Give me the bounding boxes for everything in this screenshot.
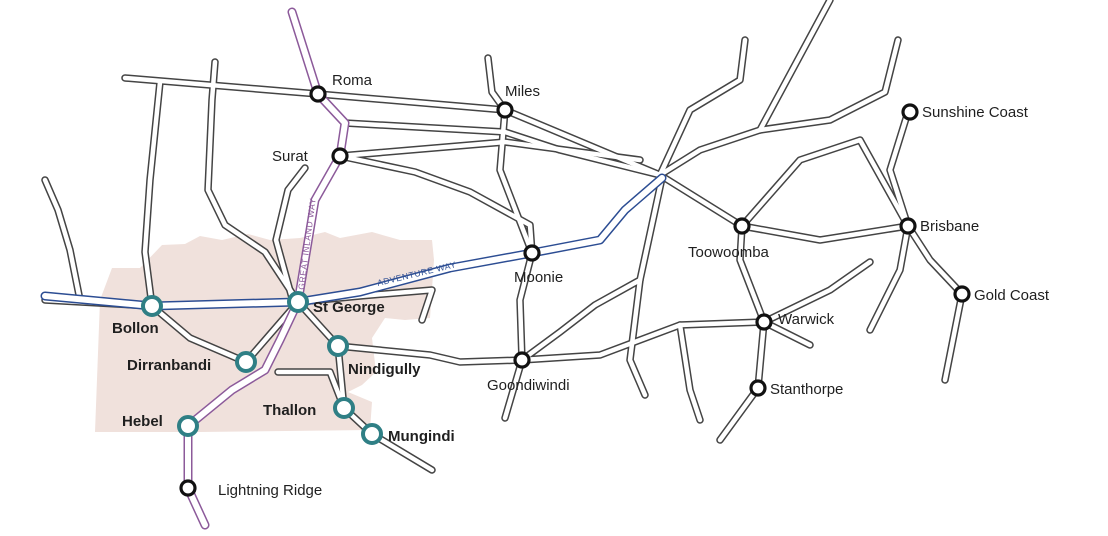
sunshine-coast-marker[interactable]: [901, 103, 919, 121]
nindigully-label: Nindigully: [348, 361, 421, 378]
warwick-marker[interactable]: [755, 313, 773, 331]
brisbane-marker[interactable]: [899, 217, 917, 235]
goondiwindi-marker[interactable]: [513, 351, 531, 369]
miles-marker[interactable]: [496, 101, 514, 119]
road-network: [41, 0, 966, 474]
roma-label: Roma: [332, 72, 373, 89]
stanthorpe-marker[interactable]: [749, 379, 767, 397]
toowoomba-label: Toowoomba: [688, 244, 770, 261]
thallon-marker[interactable]: [333, 397, 355, 419]
surat-label: Surat: [272, 148, 309, 165]
lightning-ridge-label: Lightning Ridge: [218, 482, 322, 499]
nindigully-marker[interactable]: [327, 335, 349, 357]
dirranbandi-marker[interactable]: [235, 351, 257, 373]
moonie-label: Moonie: [514, 269, 563, 286]
mungindi-label: Mungindi: [388, 428, 455, 445]
minor-town-markers: [179, 85, 971, 497]
miles-label: Miles: [505, 83, 540, 100]
hebel-marker[interactable]: [177, 415, 199, 437]
surat-marker[interactable]: [331, 147, 349, 165]
gold-coast-label: Gold Coast: [974, 287, 1050, 304]
goondiwindi-label: Goondiwindi: [487, 377, 570, 394]
st-george-marker[interactable]: [287, 291, 309, 313]
lightning-ridge-marker[interactable]: [179, 479, 197, 497]
roma-marker[interactable]: [309, 85, 327, 103]
st-george-label: St George: [313, 299, 385, 316]
mungindi-marker[interactable]: [361, 423, 383, 445]
moonie-marker[interactable]: [523, 244, 541, 262]
hebel-label: Hebel: [122, 413, 163, 430]
adventure-way-highway: [40, 173, 667, 311]
stanthorpe-label: Stanthorpe: [770, 381, 843, 398]
sunshine-coast-label: Sunshine Coast: [922, 104, 1029, 121]
highlighted-town-markers: [141, 291, 383, 445]
thallon-label: Thallon: [263, 402, 316, 419]
gold-coast-marker[interactable]: [953, 285, 971, 303]
bollon-label: Bollon: [112, 320, 159, 337]
brisbane-label: Brisbane: [920, 218, 979, 235]
warwick-label: Warwick: [778, 311, 835, 328]
bollon-marker[interactable]: [141, 295, 163, 317]
highlighted-region: [95, 232, 434, 432]
dirranbandi-label: Dirranbandi: [127, 357, 211, 374]
toowoomba-marker[interactable]: [733, 217, 751, 235]
